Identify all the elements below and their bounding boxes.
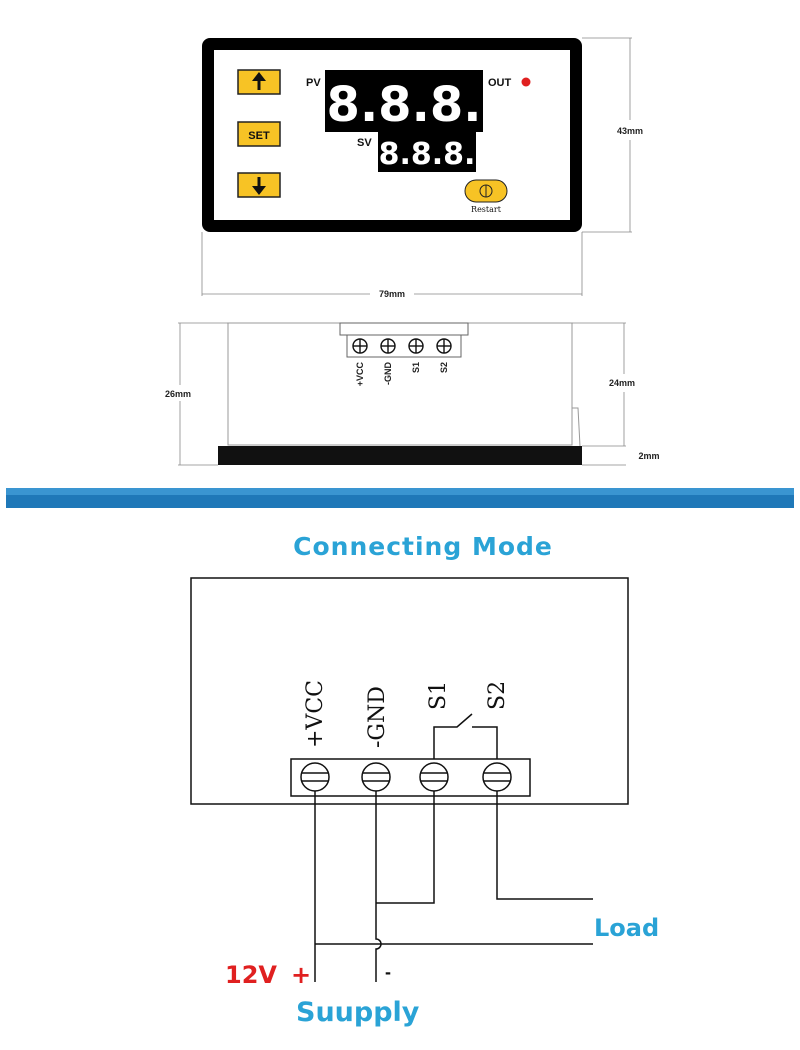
width-dimension bbox=[201, 232, 583, 296]
sv-display bbox=[378, 132, 476, 172]
side-terminal-label-s1: S1 bbox=[411, 362, 421, 373]
front-view: SET PV 8.8.8. OUT SV 8.8.8. Restar bbox=[201, 37, 643, 299]
side-bezel bbox=[218, 446, 582, 465]
terminal-label-vcc: +VCC bbox=[303, 680, 328, 748]
minus-label: - bbox=[385, 962, 391, 982]
restart-button[interactable] bbox=[464, 179, 508, 203]
supply-label: Suupply bbox=[296, 997, 420, 1028]
out-led-icon bbox=[521, 77, 531, 87]
down-arrow-icon bbox=[252, 177, 266, 195]
wiring-title: Connecting Mode bbox=[293, 532, 553, 561]
side-terminal-screws bbox=[352, 338, 452, 354]
side-terminal-block bbox=[346, 334, 462, 358]
terminal-label-s2: S2 bbox=[485, 681, 510, 710]
terminal-screw-slots bbox=[302, 772, 510, 782]
set-button-label: SET bbox=[248, 130, 270, 142]
pv-display-value: 8.8.8. bbox=[327, 77, 482, 133]
up-button[interactable] bbox=[237, 69, 281, 95]
depth-dimension bbox=[178, 322, 228, 466]
pv-label: PV bbox=[306, 77, 321, 89]
width-dim-label: 79mm bbox=[379, 289, 405, 299]
out-label: OUT bbox=[488, 77, 512, 89]
down-button[interactable] bbox=[237, 172, 281, 198]
bezel-dim-label: 2mm bbox=[638, 451, 659, 461]
depth-dim-label: 26mm bbox=[165, 389, 191, 399]
pv-display bbox=[325, 70, 483, 132]
power-icon bbox=[479, 184, 493, 198]
load-label: Load bbox=[594, 914, 659, 942]
restart-label: Restart bbox=[471, 205, 502, 214]
s1-wire bbox=[376, 791, 435, 904]
side-view: +VCC -GND S1 S2 26mm 24mm 2mm bbox=[165, 322, 660, 466]
wires bbox=[314, 791, 593, 982]
s2-wire bbox=[496, 791, 593, 900]
plus-label: + bbox=[291, 961, 311, 989]
switch-symbol bbox=[433, 713, 498, 762]
side-terminal-cap bbox=[339, 322, 469, 336]
body-dim-label: 24mm bbox=[609, 378, 635, 388]
side-terminal-label-s2: S2 bbox=[439, 362, 449, 373]
voltage-label: 12V bbox=[225, 961, 277, 989]
wiring-diagram: Connecting Mode +VCC -GND S1 S2 bbox=[190, 532, 659, 1028]
sv-display-value: 8.8.8. bbox=[379, 137, 476, 172]
up-arrow-icon bbox=[252, 72, 266, 90]
side-clip bbox=[572, 407, 581, 447]
sv-label: SV bbox=[357, 137, 372, 149]
side-terminal-label-vcc: +VCC bbox=[355, 362, 365, 387]
gnd-wire-lower bbox=[375, 933, 382, 982]
side-terminal-label-gnd: -GND bbox=[383, 362, 393, 385]
terminal-label-gnd: -GND bbox=[365, 686, 390, 748]
body-dimension bbox=[572, 322, 626, 447]
terminal-label-s1: S1 bbox=[426, 681, 451, 710]
height-dimension bbox=[582, 37, 632, 233]
height-dim-label: 43mm bbox=[617, 126, 643, 136]
set-button[interactable]: SET bbox=[237, 121, 281, 147]
